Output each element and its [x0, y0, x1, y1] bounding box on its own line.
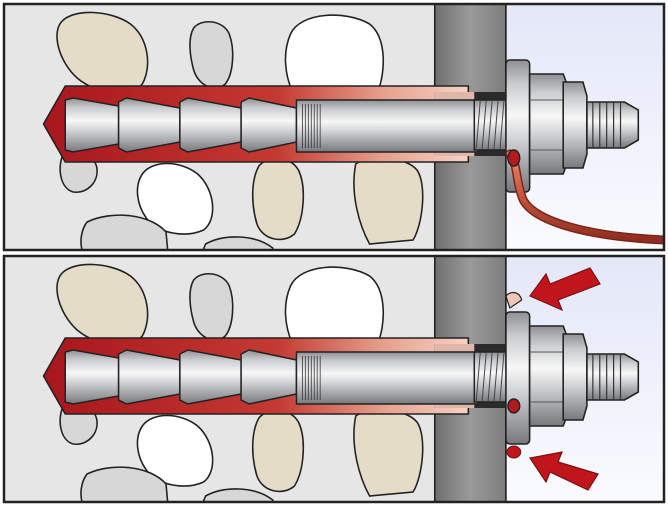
arrow-top-icon	[529, 267, 601, 312]
arrow-bottom-icon	[528, 451, 599, 491]
mortar-bead-top	[505, 291, 523, 309]
mortar-outlet	[507, 149, 521, 167]
panel-bottom	[4, 256, 664, 502]
mortar-bead-bottom	[506, 445, 522, 459]
anchor-cross-section-top	[4, 4, 664, 250]
mortar-outlet	[507, 398, 521, 414]
panel-top	[4, 4, 664, 250]
